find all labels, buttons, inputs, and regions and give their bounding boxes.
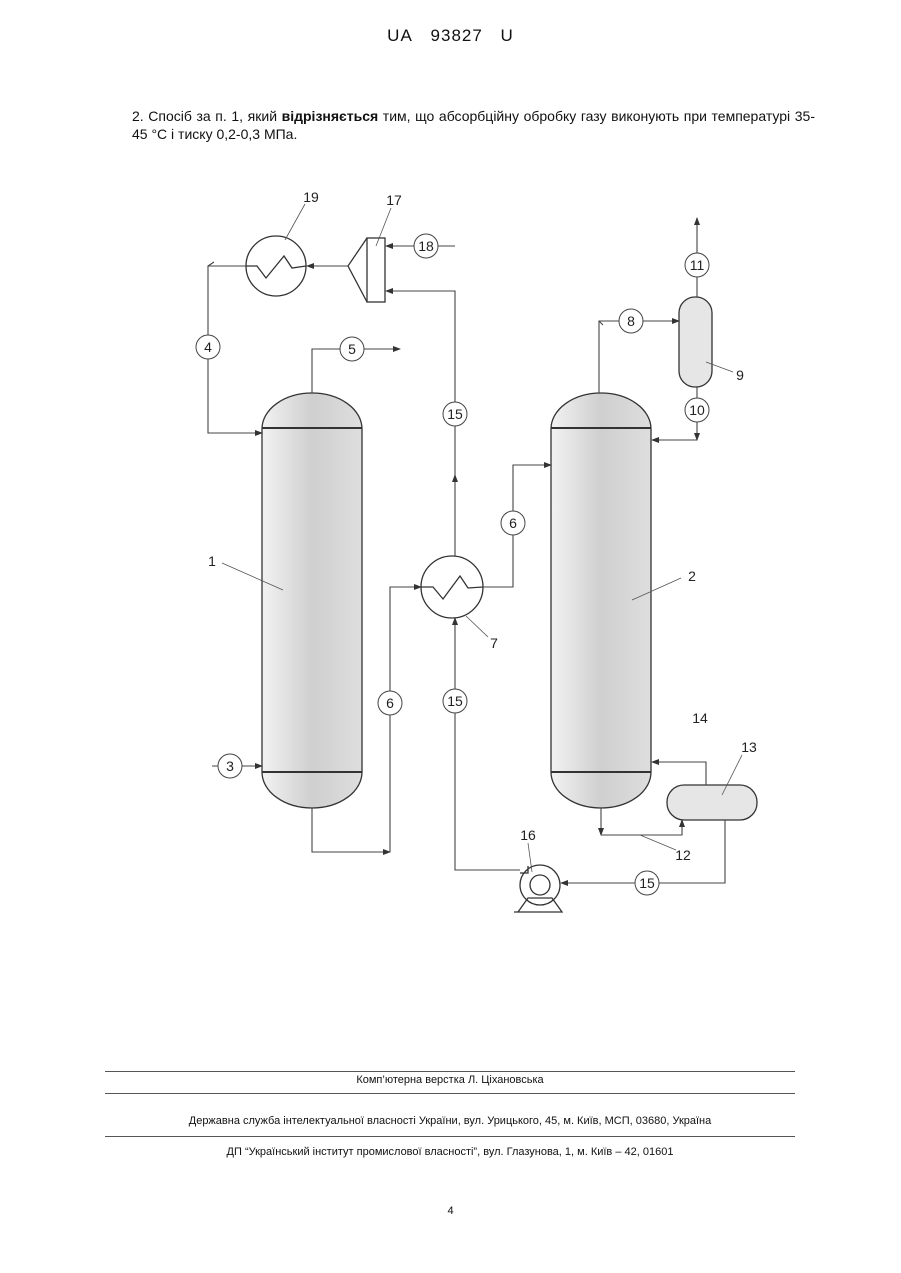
leader-7 <box>466 616 488 637</box>
column-1 <box>262 393 362 808</box>
leader-19 <box>285 204 305 240</box>
header-country: UA <box>387 26 413 45</box>
header-kind: U <box>501 26 514 45</box>
label-16: 16 <box>520 827 536 843</box>
stream-6a-up <box>390 587 421 852</box>
process-flow-diagram: 18 4 5 15 8 11 10 6 6 15 3 15 19 17 1 2 … <box>180 180 780 940</box>
label-12: 12 <box>675 847 691 863</box>
stream-8-tick <box>599 321 603 325</box>
header-number: 93827 <box>431 26 483 45</box>
leader-12 <box>640 835 676 850</box>
separator-9 <box>679 297 712 387</box>
label-7: 7 <box>490 635 498 651</box>
label-15a: 15 <box>447 406 463 422</box>
label-4: 4 <box>204 339 212 355</box>
label-5: 5 <box>348 341 356 357</box>
footer-office: Державна служба інтелектуальної власност… <box>105 1115 795 1127</box>
label-18: 18 <box>418 238 434 254</box>
label-14: 14 <box>692 710 708 726</box>
stream-6a-line <box>312 808 390 852</box>
label-3: 3 <box>226 758 234 774</box>
footer-layout: Комп’ютерна верстка Л. Ціхановська <box>105 1074 795 1086</box>
stream-14-line <box>652 762 706 785</box>
ejector-17-cone <box>348 238 367 302</box>
column-2 <box>551 393 651 808</box>
document-header: UA 93827 U <box>0 26 901 46</box>
pump-16 <box>520 865 560 905</box>
label-9: 9 <box>736 367 744 383</box>
footer-divider-2 <box>105 1093 795 1094</box>
stream-15b-line <box>455 618 520 870</box>
label-1: 1 <box>208 553 216 569</box>
label-10: 10 <box>689 402 705 418</box>
label-6a: 6 <box>386 695 394 711</box>
label-15b: 15 <box>447 693 463 709</box>
tank-13 <box>667 785 757 820</box>
stream-8-line <box>599 321 679 393</box>
stream-12-to-13 <box>601 820 682 835</box>
label-15c: 15 <box>639 875 655 891</box>
label-17: 17 <box>386 192 402 208</box>
footer-divider-1 <box>105 1071 795 1072</box>
stream-15a-line <box>386 291 455 475</box>
label-13: 13 <box>741 739 757 755</box>
stream-4-tick <box>208 262 214 266</box>
label-11: 11 <box>690 257 705 273</box>
ejector-17 <box>367 238 385 302</box>
label-6b: 6 <box>509 515 517 531</box>
label-19: 19 <box>303 189 319 205</box>
footer-divider-3 <box>105 1136 795 1137</box>
claim-before: 2. Спосіб за п. 1, який <box>132 108 282 124</box>
claim-emphasis: відрізняється <box>282 108 379 124</box>
page-number: 4 <box>0 1205 901 1217</box>
label-2: 2 <box>688 568 696 584</box>
label-8: 8 <box>627 313 635 329</box>
claim-text: 2. Спосіб за п. 1, який відрізняється ти… <box>132 107 815 143</box>
footer-institute: ДП “Український інститут промислової вла… <box>105 1146 795 1158</box>
